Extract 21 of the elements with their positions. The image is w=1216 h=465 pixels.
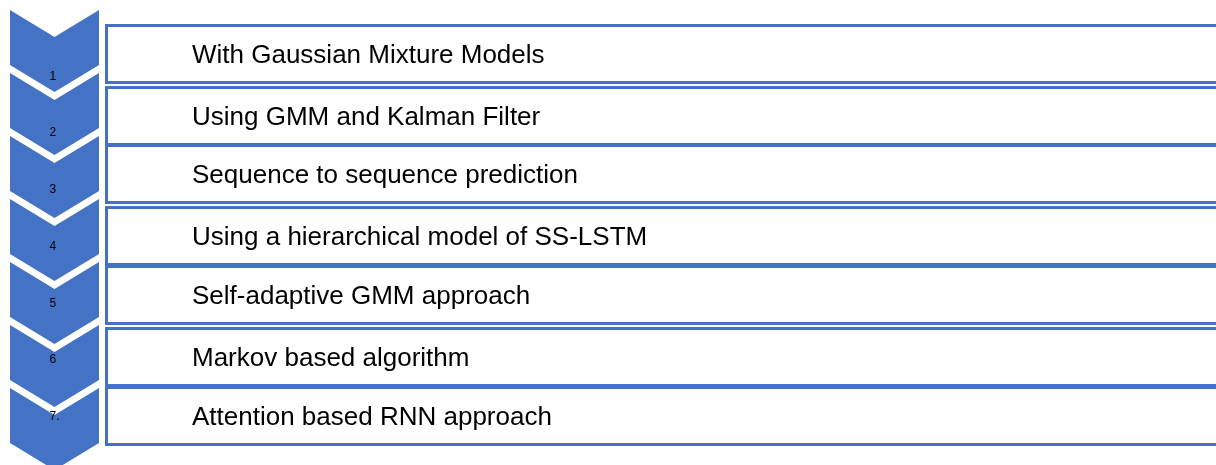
step-box (105, 265, 1216, 325)
step-number: 7. (49, 410, 60, 422)
step-box (105, 144, 1216, 204)
step-label: With Gaussian Mixture Models (192, 38, 545, 70)
step-number: 3 (49, 183, 57, 195)
step-number: 4 (49, 240, 57, 252)
step-label: Using a hierarchical model of SS-LSTM (192, 220, 648, 252)
step-number: 2 (49, 126, 57, 138)
step-number: 1 (49, 70, 57, 82)
step-box (105, 206, 1216, 266)
step-label: Using GMM and Kalman Filter (192, 100, 541, 132)
step-box (105, 86, 1216, 146)
step-number: 6 (49, 353, 57, 365)
step-box (105, 327, 1216, 387)
step-label: Self-adaptive GMM approach (192, 279, 531, 311)
step-label: Markov based algorithm (192, 341, 470, 373)
step-label: Attention based RNN approach (192, 400, 552, 432)
step-label: Sequence to sequence prediction (192, 158, 578, 190)
step-box (105, 24, 1216, 84)
step-box (105, 386, 1216, 446)
step-number: 5 (49, 297, 57, 309)
